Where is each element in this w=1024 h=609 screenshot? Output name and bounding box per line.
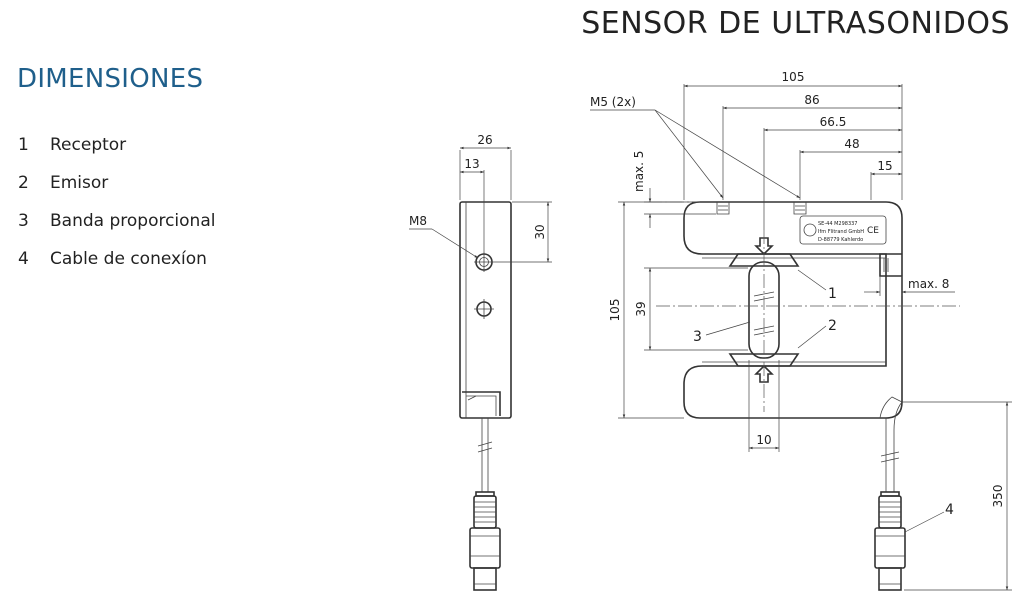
dim-label-30: 30 — [533, 224, 547, 239]
type-label-line-2: Ifm Flitrand GmbH — [818, 229, 864, 235]
type-label-line-3: D-88779 Kahlerdo — [818, 237, 863, 243]
page-title: SENSOR DE ULTRASONIDOS — [581, 6, 1010, 41]
screws-label: M5 (2x) — [590, 95, 636, 109]
beam-arrow-down — [754, 237, 774, 256]
dim-label-105-height: 105 — [608, 299, 622, 322]
legend-label: Cable de conexíon — [50, 249, 207, 269]
type-label — [799, 215, 887, 245]
callout-2: 2 — [828, 318, 837, 334]
screw-hole-right — [793, 202, 807, 215]
beam-arrow-up — [754, 364, 774, 383]
legend-number: 2 — [18, 173, 29, 193]
section-title: DIMENSIONES — [17, 64, 204, 94]
legend-label: Banda proporcional — [50, 211, 216, 231]
legend-item-banda: 3 Banda proporcional — [18, 211, 215, 249]
dim-label-48: 48 — [844, 137, 859, 151]
dim-label-max-5: max. 5 — [632, 151, 646, 192]
front-cable — [879, 396, 903, 492]
legend-item-emisor: 2 Emisor — [18, 173, 215, 211]
legend-label: Emisor — [50, 173, 109, 193]
ce-mark: CE — [867, 226, 879, 236]
side-port — [879, 253, 902, 277]
legend-item-receptor: 1 Receptor — [18, 135, 215, 173]
dim-label-86: 86 — [804, 93, 819, 107]
legend-number: 4 — [18, 249, 29, 269]
legend-number: 1 — [18, 135, 29, 155]
side-cable-exit — [462, 391, 501, 416]
side-view: 26 13 30 M8 — [409, 133, 552, 591]
dim-label-39: 39 — [634, 301, 648, 316]
front-connector — [874, 491, 906, 591]
legend-label: Receptor — [50, 135, 127, 155]
legend-item-cable: 4 Cable de conexíon — [18, 249, 215, 287]
dim-label-350: 350 — [991, 485, 1005, 508]
legend-list: 1 Receptor 2 Emisor 3 Banda proporcional 4 C… — [18, 135, 215, 287]
dim-label-13: 13 — [464, 157, 479, 171]
screw-hole-left — [716, 202, 730, 215]
legend-number: 3 — [18, 211, 29, 231]
dim-label-10: 10 — [756, 433, 771, 447]
side-body-outline — [459, 201, 512, 419]
dim-label-105-width: 105 — [782, 70, 805, 84]
callout-4: 4 — [945, 502, 954, 518]
type-label-line-1: SE-44 M298337 — [818, 221, 858, 227]
callout-3: 3 — [693, 329, 702, 345]
thread-label-m8: M8 — [409, 214, 427, 228]
callout-1: 1 — [828, 286, 837, 302]
dim-label-26: 26 — [477, 133, 492, 147]
side-connector — [469, 491, 501, 591]
dim-label-66-5: 66.5 — [820, 115, 847, 129]
front-view: SE-44 M298337 Ifm Flitrand GmbH D-88779 … — [590, 70, 1012, 591]
dim-label-15: 15 — [877, 159, 892, 173]
dim-label-max-8: max. 8 — [908, 277, 949, 291]
